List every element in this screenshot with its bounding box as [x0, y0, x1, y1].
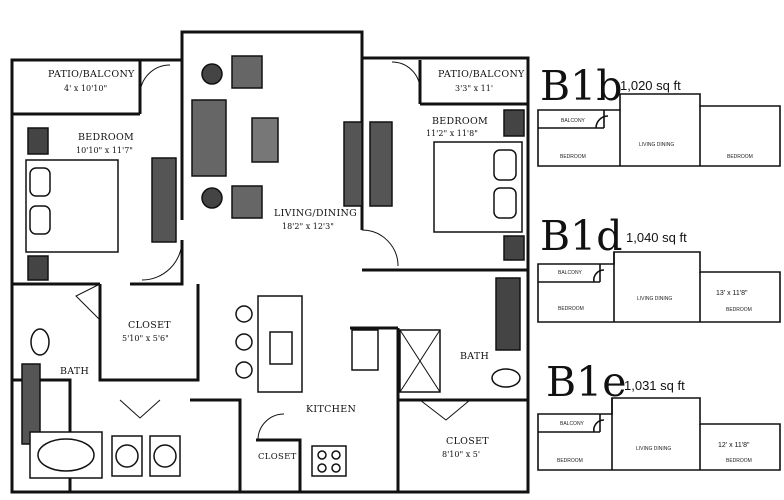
- door-arc-bed-left: [141, 239, 183, 281]
- variant-b1e-bed-right: BEDROOM: [726, 458, 752, 464]
- side-table-1: [201, 63, 223, 85]
- fridge: [351, 329, 379, 371]
- bath-left-label: BATH: [60, 366, 90, 377]
- toilet-right: [491, 368, 521, 388]
- stool-3: [235, 361, 253, 379]
- nightstand-left-1: [27, 127, 49, 155]
- bath-right-label: BATH: [460, 351, 490, 362]
- variant-b1b-bed-left: BEDROOM: [560, 154, 586, 160]
- variant-b1d-bed-left: BEDROOM: [558, 306, 584, 312]
- exterior-wall: [10, 30, 530, 494]
- toilet-left: [30, 328, 50, 356]
- variant-b1d-balcony: BALCONY: [558, 270, 582, 276]
- kitchen-label: KITCHEN: [306, 404, 357, 415]
- wall-closet-left: [98, 284, 200, 382]
- variant-b1e-balcony: BALCONY: [560, 421, 584, 427]
- nightstand-left-2: [27, 255, 49, 281]
- armchair-1: [231, 55, 263, 89]
- nightstand-right-2: [503, 235, 525, 261]
- pillow-left-2: [29, 205, 51, 235]
- coffee-table: [251, 117, 279, 163]
- wall-laundry: [190, 398, 242, 492]
- stove: [311, 445, 347, 477]
- armchair-2: [231, 185, 263, 219]
- variant-b1d-sqft: 1,040 sq ft: [626, 230, 687, 245]
- bedroom-right-label: BEDROOM: [432, 116, 489, 127]
- tv-console: [343, 121, 363, 207]
- stool-2: [235, 333, 253, 351]
- variant-b1d-bed-right: BEDROOM: [726, 307, 752, 313]
- variant-b1e-bed-left: BEDROOM: [557, 458, 583, 464]
- variant-b1d-dims: 13' x 11'8": [716, 290, 748, 297]
- variant-b1d-living: LIVING DINING: [637, 296, 673, 302]
- variant-b1e-sqft: 1,031 sq ft: [624, 378, 685, 393]
- stool-1: [235, 305, 253, 323]
- variant-b1e-title: B1e: [546, 358, 627, 406]
- living-dims: 18'2" x 12'3": [282, 222, 334, 231]
- variant-b1e-living: LIVING DINING: [636, 446, 672, 452]
- patio-left-dims: 4' x 10'10": [64, 84, 108, 93]
- pillow-right-1: [493, 149, 517, 181]
- dresser-right: [369, 121, 393, 207]
- wall-bedleft-bottom2: [130, 262, 184, 286]
- bedroom-left-dims: 10'10" x 11'7": [76, 146, 133, 155]
- patio-left-label: PATIO/BALCONY: [48, 69, 135, 80]
- variant-b1b-balcony: BALCONY: [561, 118, 585, 124]
- bedroom-left-label: BEDROOM: [78, 132, 135, 143]
- bedroom-right-dims: 11'2" x 11'8": [426, 129, 478, 138]
- sofa: [191, 99, 227, 177]
- door-arc-bed-right: [361, 229, 399, 267]
- sink: [269, 331, 293, 365]
- closet-right-label: CLOSET: [446, 436, 489, 447]
- side-table-2: [201, 187, 223, 209]
- closet-small-label: CLOSET: [258, 452, 297, 462]
- variant-b1b-living: LIVING DINING: [639, 142, 675, 148]
- patio-right-label: PATIO/BALCONY: [438, 69, 525, 80]
- kitchen-island: [257, 295, 303, 393]
- door-arc-laundry: [119, 399, 161, 419]
- nightstand-right-1: [503, 109, 525, 137]
- patio-right-dims: 3'3" x 11': [455, 84, 494, 93]
- closet-left-label: CLOSET: [128, 320, 171, 331]
- variant-b1e-dims: 12' x 11'8": [718, 442, 750, 449]
- closet-right-dims: 8'10" x 5': [442, 450, 481, 459]
- door-arc-closet-left: [75, 283, 101, 321]
- door-arc-patio-left: [139, 64, 171, 96]
- door-arc-bath-right: [419, 399, 471, 421]
- living-label: LIVING/DINING: [274, 208, 358, 219]
- wall-small-closet: [256, 438, 302, 492]
- closet-left-dims: 5'10" x 5'6": [122, 334, 169, 343]
- pillow-right-2: [493, 187, 517, 219]
- door-arc-patio-right: [391, 61, 421, 89]
- dresser-left: [151, 157, 177, 243]
- door-arc-small-closet: [257, 413, 285, 441]
- vanity-right: [495, 277, 521, 351]
- variant-b1b-title: B1b: [540, 62, 623, 110]
- variant-b1b-sqft: 1,020 sq ft: [620, 78, 681, 93]
- variant-b1d-title: B1d: [540, 212, 623, 260]
- pillow-left-1: [29, 167, 51, 197]
- variant-b1b-bed-right: BEDROOM: [727, 154, 753, 160]
